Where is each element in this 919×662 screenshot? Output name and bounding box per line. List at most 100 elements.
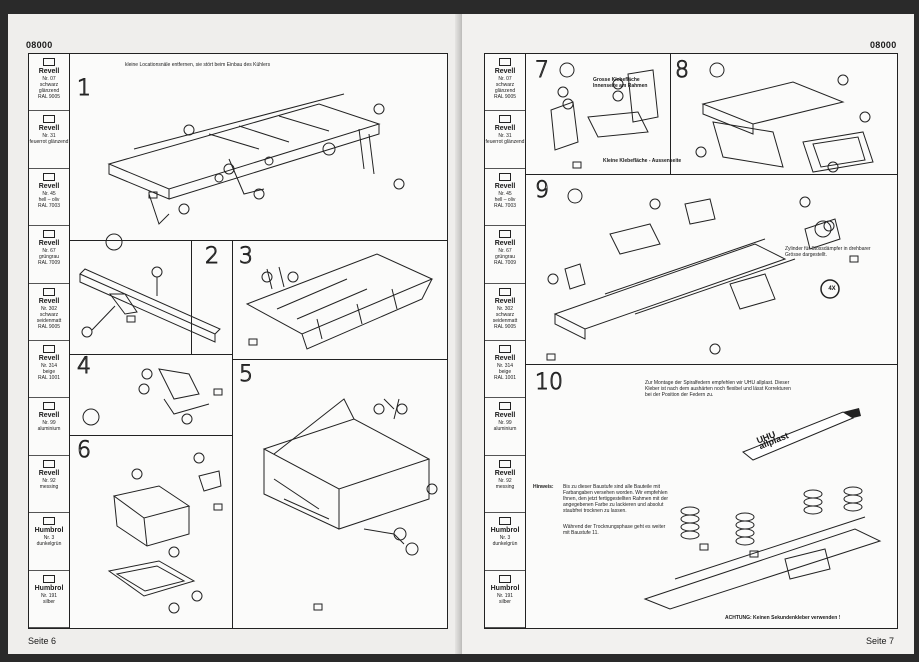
paint-ral: RAL 7003	[493, 202, 517, 209]
paint-checkbox	[43, 287, 55, 296]
paint-brand: Humbrol	[34, 527, 64, 535]
step-number: 6	[77, 438, 92, 464]
paint-ral: RAL 9005	[37, 323, 61, 330]
paint-checkbox	[43, 230, 55, 239]
warning-text: ACHTUNG: Keinen Sekundenkleber verwenden…	[725, 615, 841, 621]
paint-desc: silber	[499, 598, 511, 605]
battery-box-illustration	[107, 452, 223, 614]
paint-nr: Nr. 45	[42, 190, 56, 197]
paint-desc: feuerrot glänzend	[485, 139, 525, 146]
paint-desc: schwarz seidenmatt	[492, 311, 518, 324]
paint-ral: RAL 1001	[493, 375, 517, 381]
paint-checkbox	[43, 402, 55, 411]
rear-bumper-parts-illustration	[550, 62, 659, 169]
paint-brand: Revell	[494, 68, 516, 75]
divider	[232, 240, 233, 628]
chassis-assembly-illustration	[546, 188, 859, 361]
paint-checkbox	[499, 172, 511, 181]
paint-brand: Revell	[494, 125, 516, 133]
paint-brand: Revell	[494, 297, 516, 305]
paint-nr: Nr. 191	[496, 592, 514, 599]
paint-nr: Nr. 302	[40, 305, 58, 312]
paint-brand: Revell	[38, 469, 60, 477]
paint-checkbox	[499, 230, 511, 239]
paint-nr: Nr. 99	[498, 420, 512, 427]
paint-desc: dunkelgrün	[492, 541, 518, 548]
paint-checkbox	[499, 58, 511, 66]
springs-assembly-illustration	[643, 486, 882, 610]
paint-nr: Nr. 07	[498, 76, 512, 82]
front-frame-illustration	[262, 398, 438, 611]
paint-ral: RAL 7003	[37, 202, 61, 209]
paint-brand: Revell	[494, 355, 516, 362]
paint-brand: Humbrol	[490, 584, 520, 592]
paint-nr: Nr. 99	[42, 420, 56, 427]
paint-ral: RAL 9005	[37, 94, 61, 100]
paint-desc: schwarz glänzend	[494, 82, 516, 94]
chassis-frame-illustration	[105, 93, 405, 251]
step-number: 2	[205, 244, 220, 270]
paint-ral: RAL 9005	[493, 323, 517, 330]
paint-brand: Revell	[38, 125, 60, 133]
paint-brand: Revell	[494, 182, 516, 190]
paint-brand: Revell	[38, 297, 60, 305]
paint-desc: hell – oliv	[38, 196, 60, 203]
paint-checkbox	[499, 287, 511, 296]
paint-nr: Nr. 3	[43, 535, 55, 542]
paint-nr: Nr. 31	[498, 133, 512, 140]
paint-nr: Nr. 92	[498, 477, 512, 484]
paint-desc: grüngrau	[494, 254, 515, 261]
step-number: 1	[77, 76, 92, 102]
page-footer: Seite 7	[866, 636, 895, 646]
crossmember-illustration	[79, 266, 221, 343]
paint-nr: Nr. 45	[498, 190, 512, 197]
paint-brand: Revell	[494, 469, 516, 477]
step-number: 4	[77, 354, 92, 380]
glue-label-small: Kleine Klebefläche - Aussenseite	[603, 158, 682, 164]
paint-desc: aluminium	[493, 426, 517, 433]
paint-checkbox	[43, 58, 55, 66]
step-number: 10	[535, 370, 564, 396]
hint-text-2: Während der Trocknungsphase geht es weit…	[563, 524, 666, 536]
step-number: 5	[239, 362, 254, 388]
paint-desc: messing	[495, 483, 515, 490]
paint-nr: Nr. 314	[496, 363, 514, 369]
divider	[670, 54, 671, 174]
paint-desc: schwarz glänzend	[38, 82, 60, 94]
paint-checkbox	[43, 517, 55, 526]
step-number: 3	[239, 244, 254, 270]
paint-brand: Revell	[38, 240, 60, 248]
paint-checkbox	[43, 345, 55, 353]
paint-desc: messing	[39, 483, 59, 490]
hint-label: Hinweis:	[533, 484, 554, 490]
paint-nr: Nr. 67	[42, 248, 56, 255]
paint-brand: Revell	[494, 240, 516, 248]
paint-desc: silber	[43, 598, 55, 605]
tool-box-illustration	[695, 62, 874, 173]
paint-checkbox	[499, 517, 511, 526]
paint-brand: Revell	[38, 182, 60, 190]
paint-brand: Humbrol	[490, 527, 520, 535]
divider	[232, 359, 447, 360]
paint-nr: Nr. 302	[496, 305, 514, 312]
